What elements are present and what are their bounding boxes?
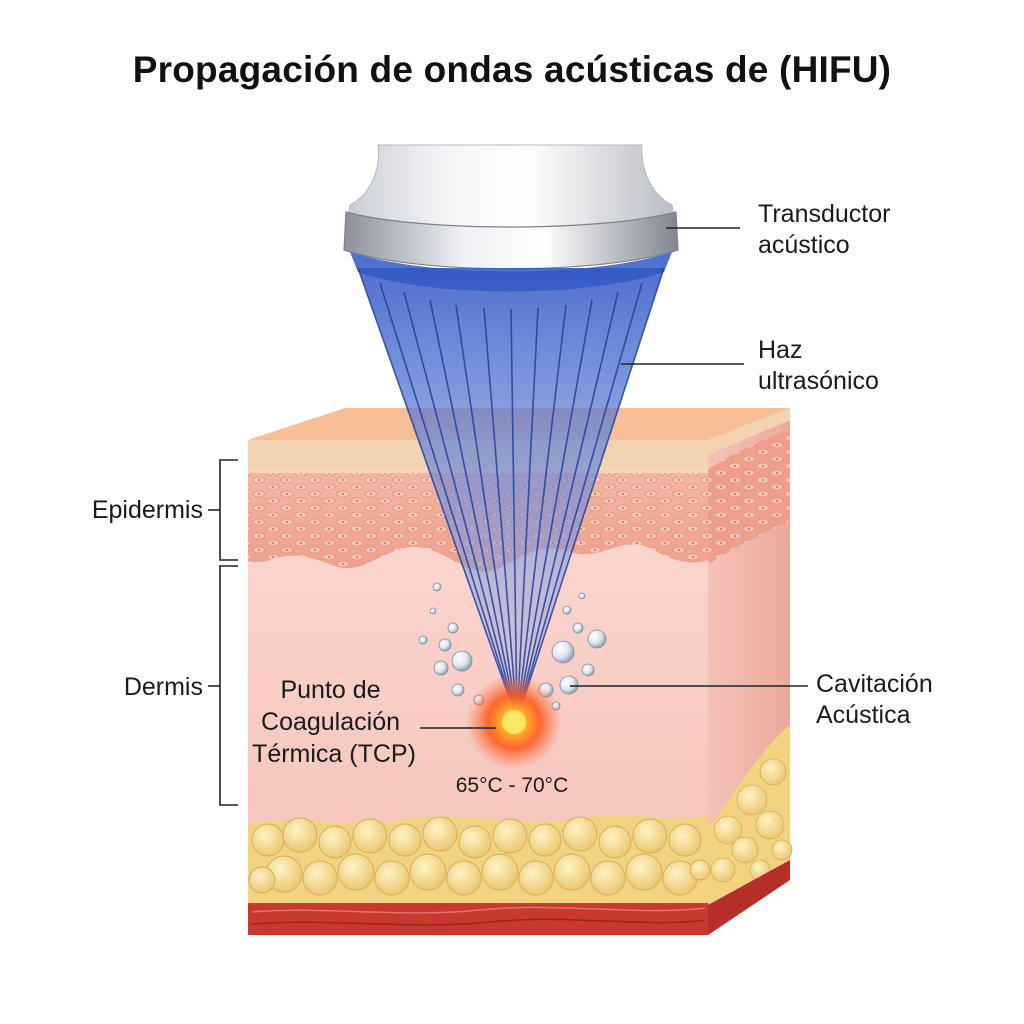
beam-label: Haz ultrasónico	[758, 336, 879, 395]
dermis-bracket	[219, 565, 238, 806]
epidermis-bracket	[219, 459, 238, 561]
tcp-label: Punto de Coagulación Térmica (TCP)	[252, 676, 416, 768]
temperature-label: 65°C - 70°C	[456, 774, 569, 797]
transducer-handle	[345, 144, 677, 231]
thermal-coagulation-point	[466, 674, 562, 770]
epidermis-label: Epidermis	[92, 496, 203, 524]
leader-lines	[208, 227, 808, 729]
transducer-label: Transductor acústico	[758, 200, 897, 259]
dermis-label: Dermis	[124, 673, 203, 701]
fat-cells	[248, 816, 711, 896]
muscle-layer	[248, 903, 708, 935]
cavitation-label: Cavitación Acústica	[816, 670, 940, 729]
ultrasonic-beam	[357, 267, 665, 721]
diagram-title: Propagación de ondas acústicas de (HIFU)	[133, 49, 891, 90]
